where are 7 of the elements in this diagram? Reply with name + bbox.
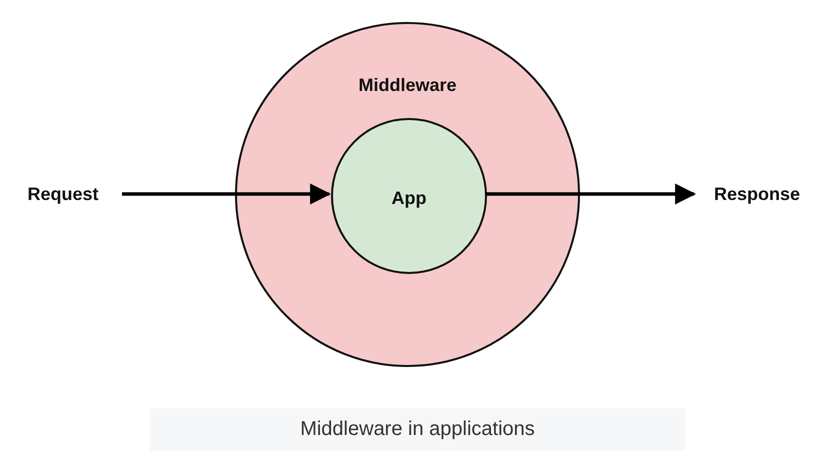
node-label: Middleware — [357, 74, 458, 96]
arrow — [122, 184, 332, 204]
node-label: App — [390, 187, 428, 209]
node-label: Request — [26, 183, 100, 205]
caption: Middleware in applications — [150, 408, 685, 451]
arrow — [485, 184, 696, 204]
node-label: Response — [712, 183, 802, 205]
